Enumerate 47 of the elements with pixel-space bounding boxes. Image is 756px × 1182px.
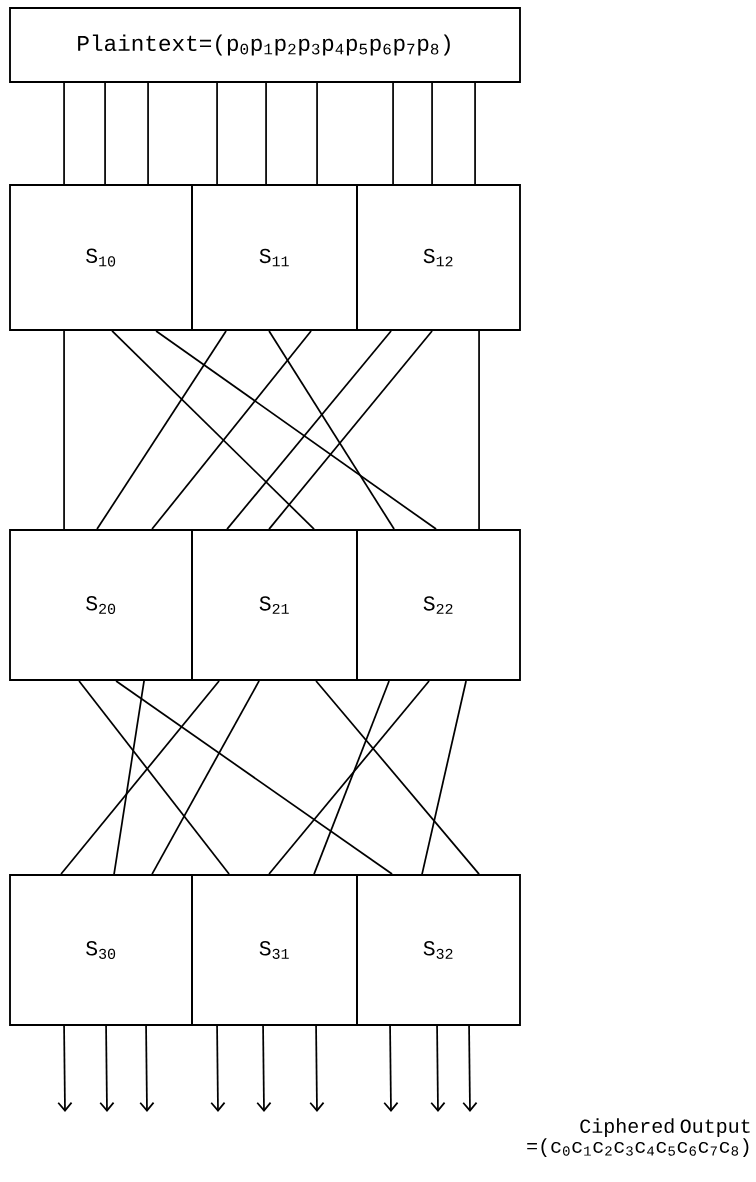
connector-line (315, 680, 480, 875)
caption-text: Ciphered Output =(c$_{0}$c$_{1}$c$_{2}$c$_{3}$c$_{4}$c$_{5}$c$_{6}$c$_{7}$c$_{8}$) (527, 1118, 750, 1157)
connector-line (226, 330, 392, 530)
arrow (139, 1025, 155, 1112)
arrow (99, 1025, 115, 1112)
connector-line (155, 330, 437, 530)
connector-line (316, 82, 318, 185)
connector-line (268, 330, 395, 530)
connector-line (474, 82, 476, 185)
arrow (383, 1025, 399, 1112)
connector-line (111, 330, 315, 530)
connector-line (113, 680, 145, 875)
connector-line (151, 680, 260, 875)
arrow (309, 1025, 325, 1112)
s-box: S$_{10}$ (9, 184, 193, 331)
connector-line (63, 330, 65, 530)
s-box: S$_{21}$ (191, 529, 358, 681)
connector-line (216, 82, 218, 185)
s-box: S$_{31}$ (191, 874, 358, 1026)
s-box: S$_{12}$ (356, 184, 521, 331)
connector-line (151, 330, 312, 530)
connector-line (313, 680, 390, 875)
arrow (57, 1025, 73, 1112)
connector-line (147, 82, 149, 185)
arrow (256, 1025, 272, 1112)
connector-line (78, 680, 230, 875)
connector-line (96, 330, 227, 530)
connector-line (268, 680, 430, 875)
arrow (430, 1025, 446, 1112)
connector-line (60, 680, 220, 875)
s-box: S$_{32}$ (356, 874, 521, 1026)
connector-line (478, 330, 480, 530)
connector-line (115, 680, 393, 875)
connector-line (421, 680, 467, 875)
arrow (210, 1025, 226, 1112)
s-box: S$_{30}$ (9, 874, 193, 1026)
s-box: S$_{11}$ (191, 184, 358, 331)
connector-line (63, 82, 65, 185)
s-box: S$_{22}$ (356, 529, 521, 681)
s-box: S$_{20}$ (9, 529, 193, 681)
connector-line (392, 82, 394, 185)
connector-line (431, 82, 433, 185)
connector-line (268, 330, 433, 530)
plaintext-box: Plaintext=(p$_{0}$p$_{1}$p$_{2}$p$_{3}$p$_{4}$p$_{5}$p$_{6}$p$_{7}$p$_{8}$) (9, 7, 521, 83)
connector-line (104, 82, 106, 185)
connector-line (265, 82, 267, 185)
arrow (462, 1025, 478, 1112)
